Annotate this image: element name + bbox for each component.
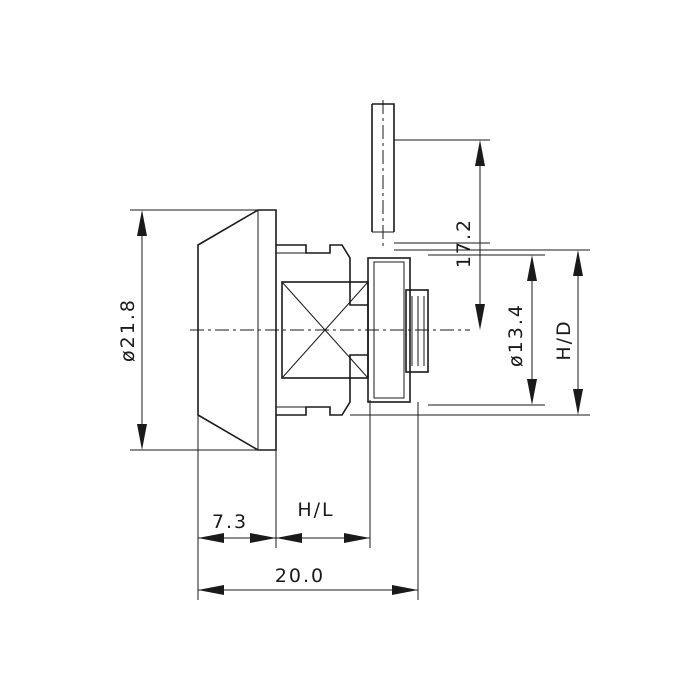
dim-total-length: 20.0 — [198, 565, 418, 595]
dim-cam-offset: 17.2 — [453, 140, 485, 330]
dim-flange-depth: 7.3 — [198, 511, 276, 543]
total-length-label: 20.0 — [275, 565, 325, 587]
flange-depth-label: 7.3 — [212, 511, 248, 533]
housing-length-label: H/L — [297, 499, 334, 521]
cam-bar — [371, 103, 395, 232]
dim-overall-diameter: ø21.8 — [117, 210, 147, 450]
cylinder-body — [276, 244, 368, 416]
overall-diameter-label: ø21.8 — [117, 298, 139, 362]
dim-housing-diameter: H/D — [553, 250, 583, 415]
cam-offset-label: 17.2 — [453, 218, 475, 268]
extension-lines — [130, 139, 590, 600]
body-diameter-label: ø13.4 — [505, 303, 527, 367]
dim-body-diameter: ø13.4 — [505, 255, 537, 405]
housing-diameter-label: H/D — [553, 319, 575, 360]
cam-washer — [405, 289, 429, 373]
dim-housing-length: H/L — [276, 499, 370, 543]
lock-body-outline — [197, 103, 429, 451]
